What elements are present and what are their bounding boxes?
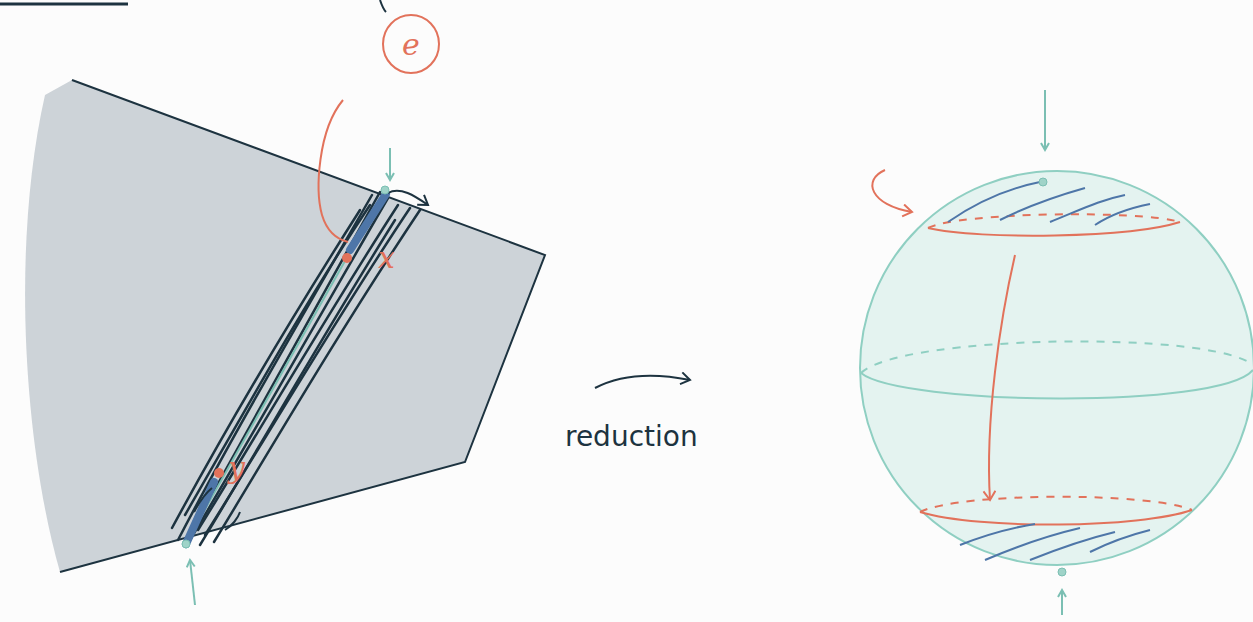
point-label: x xyxy=(378,240,395,275)
point-label: y xyxy=(228,450,245,485)
node-text: e xyxy=(402,27,420,62)
circled-letter: e xyxy=(380,12,442,76)
handwritten-note: reduction xyxy=(565,420,698,453)
